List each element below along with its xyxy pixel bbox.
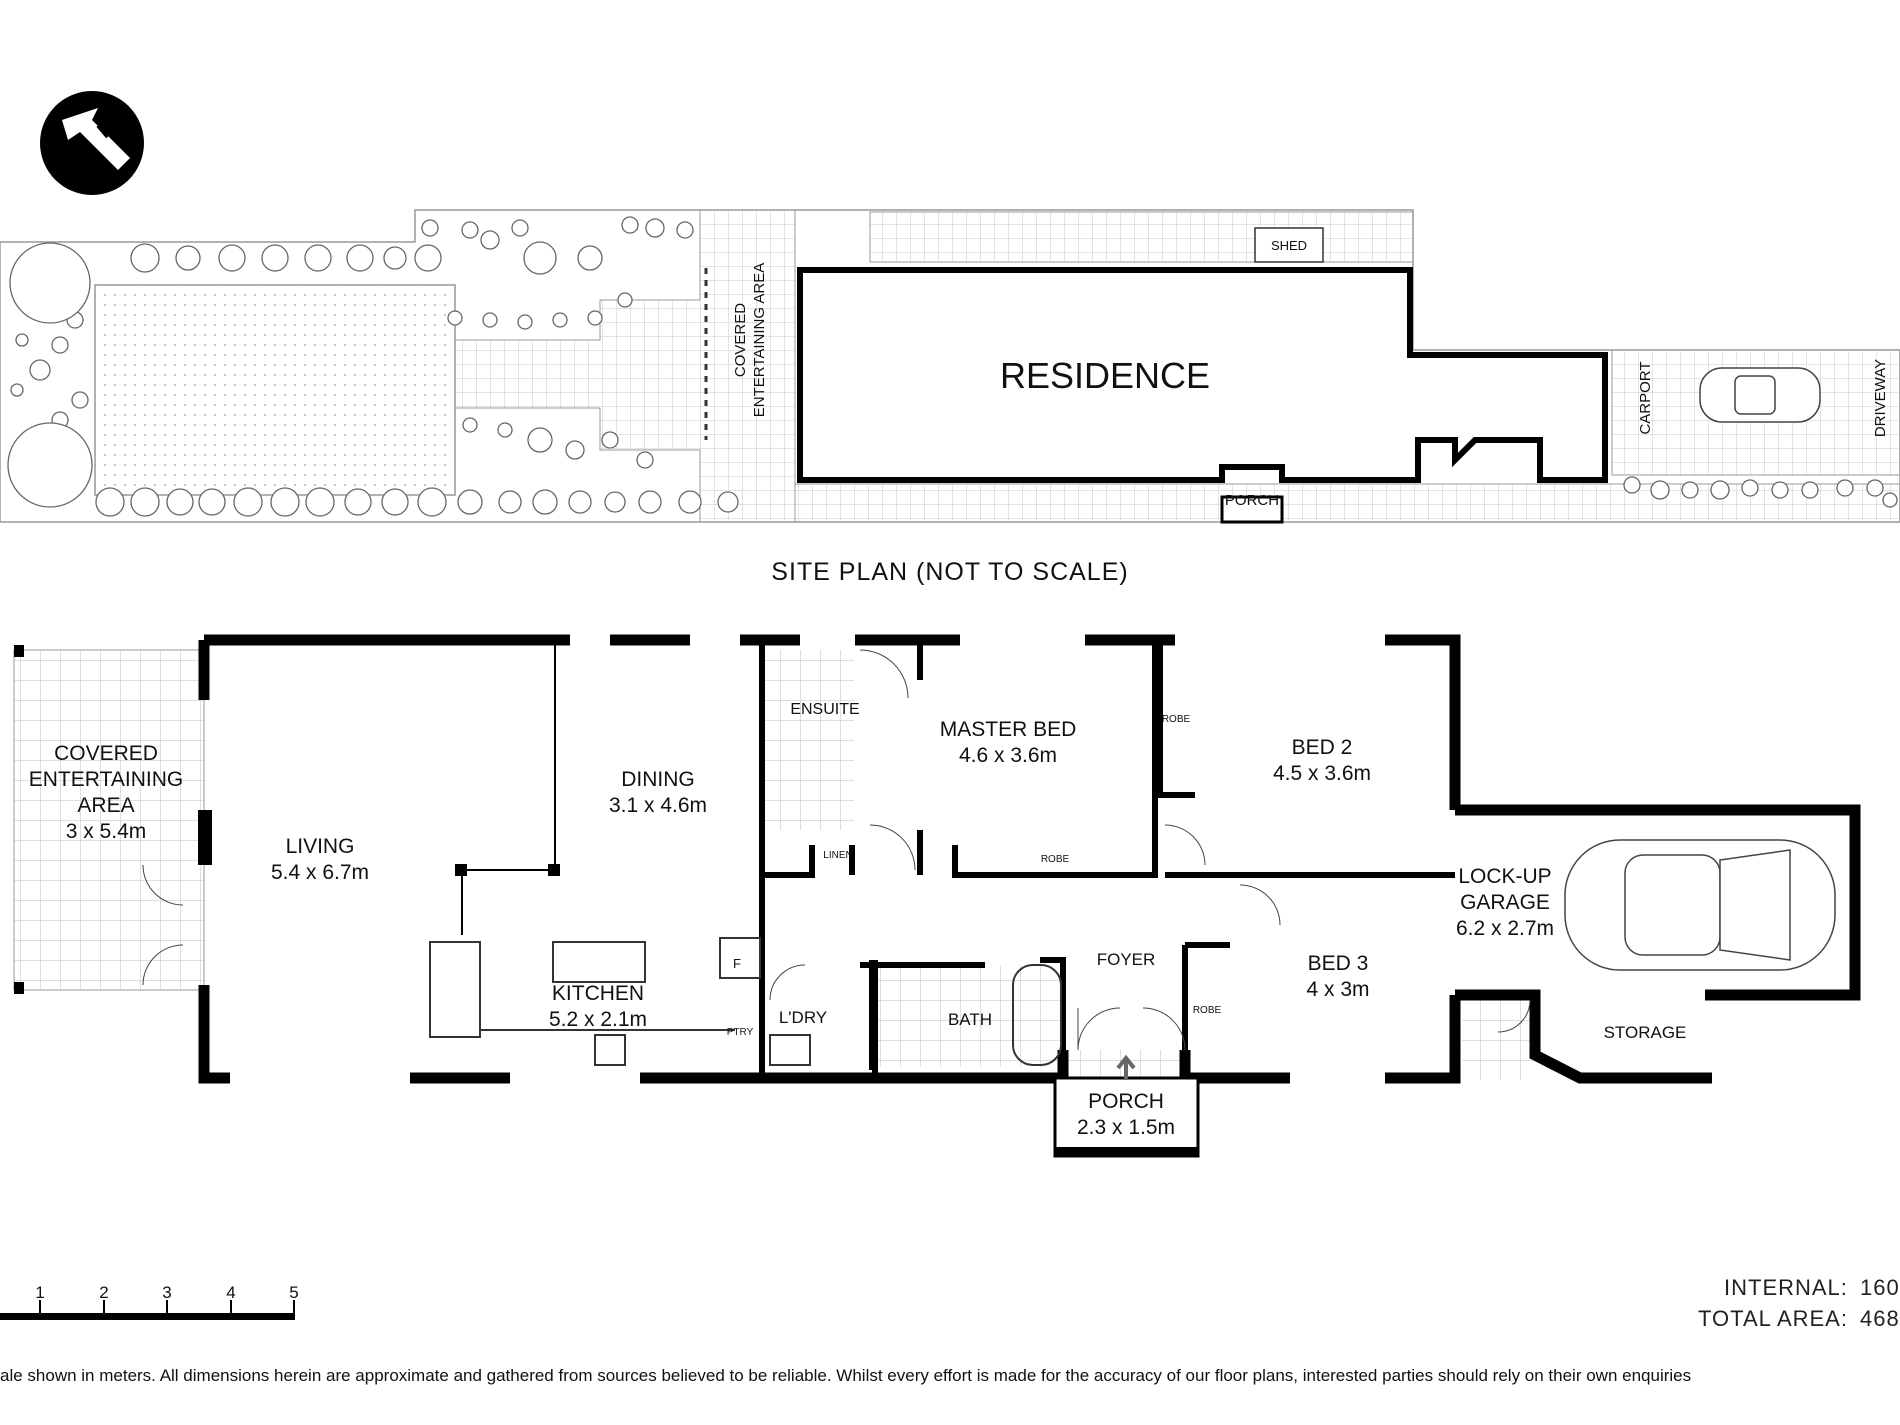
internal-area-value: 160 — [1860, 1275, 1900, 1300]
storage-label: STORAGE — [1604, 1023, 1687, 1042]
porch-label: PORCH — [1088, 1090, 1164, 1113]
foyer-label: FOYER — [1097, 950, 1156, 969]
total-area-label: TOTAL AREA: — [1698, 1306, 1848, 1331]
driveway-label: DRIVEWAY — [1872, 359, 1889, 437]
bed-3-label: BED 3 — [1308, 952, 1369, 975]
car-icon — [1699, 367, 1821, 423]
bed-3-robe-label: ROBE — [1193, 1005, 1222, 1016]
scale-tick-2: 2 — [99, 1283, 108, 1302]
fridge-label: F — [733, 956, 741, 971]
scale-tick-4: 4 — [226, 1283, 235, 1302]
bath-label: BATH — [948, 1010, 992, 1029]
residence-label: RESIDENCE — [1000, 355, 1210, 396]
bed-2-robe-label: ROBE — [1162, 714, 1191, 725]
dining-dim: 3.1 x 4.6m — [609, 794, 707, 817]
bed-2-dim: 4.5 x 3.6m — [1273, 762, 1371, 785]
garage-dim: 6.2 x 2.7m — [1456, 917, 1554, 940]
site-plan-title: SITE PLAN (NOT TO SCALE) — [771, 558, 1128, 586]
porch-dim: 2.3 x 1.5m — [1077, 1116, 1175, 1139]
scale-bar: 1 2 3 4 5 — [0, 1283, 299, 1320]
site-porch-label: PORCH — [1225, 492, 1279, 509]
covered-label-3: AREA — [77, 794, 134, 817]
site-covered-label-2: ENTERTAINING AREA — [751, 263, 768, 417]
garage-label-1: LOCK-UP — [1458, 865, 1551, 888]
room-labels: COVERED ENTERTAINING AREA 3 x 5.4m LIVIN… — [29, 701, 1687, 1139]
scale-tick-5: 5 — [289, 1283, 298, 1302]
site-covered-label-1: COVERED — [732, 303, 749, 377]
ensuite-label: ENSUITE — [790, 701, 859, 718]
living-label: LIVING — [286, 835, 355, 858]
north-arrow-icon: N — [40, 91, 144, 195]
pantry-label: PTRY — [727, 1027, 754, 1038]
living-dim: 5.4 x 6.7m — [271, 861, 369, 884]
disclaimer-text: ale shown in meters. All dimensions here… — [0, 1366, 1692, 1385]
kitchen-dim: 5.2 x 2.1m — [549, 1008, 647, 1031]
total-area-value: 468 — [1860, 1306, 1900, 1331]
garage-label-2: GARAGE — [1460, 891, 1550, 914]
bed-3-dim: 4 x 3m — [1306, 978, 1369, 1001]
garage-car-icon — [1564, 839, 1836, 971]
floor-plan: COVERED ENTERTAINING AREA 3 x 5.4m LIVIN… — [13, 634, 1861, 1158]
master-bed-dim: 4.6 x 3.6m — [959, 744, 1057, 767]
scale-tick-1: 1 — [35, 1283, 44, 1302]
linen-label: LINEN — [823, 850, 852, 861]
covered-dim: 3 x 5.4m — [66, 820, 147, 843]
covered-label-1: COVERED — [54, 742, 158, 765]
internal-area-label: INTERNAL: — [1724, 1275, 1848, 1300]
master-robe-label: ROBE — [1041, 854, 1070, 865]
laundry-label: L'DRY — [779, 1008, 827, 1027]
scale-tick-3: 3 — [162, 1283, 171, 1302]
kitchen-label: KITCHEN — [552, 982, 644, 1005]
shed-label: SHED — [1271, 238, 1307, 253]
covered-label-2: ENTERTAINING — [29, 768, 183, 791]
dining-label: DINING — [621, 768, 695, 791]
carport-label: CARPORT — [1637, 361, 1654, 434]
site-plan: RESIDENCE PORCH SHED COVERED ENTERTAININ… — [0, 209, 1900, 586]
master-bed-label: MASTER BED — [940, 718, 1077, 741]
bed-2-label: BED 2 — [1292, 736, 1353, 759]
